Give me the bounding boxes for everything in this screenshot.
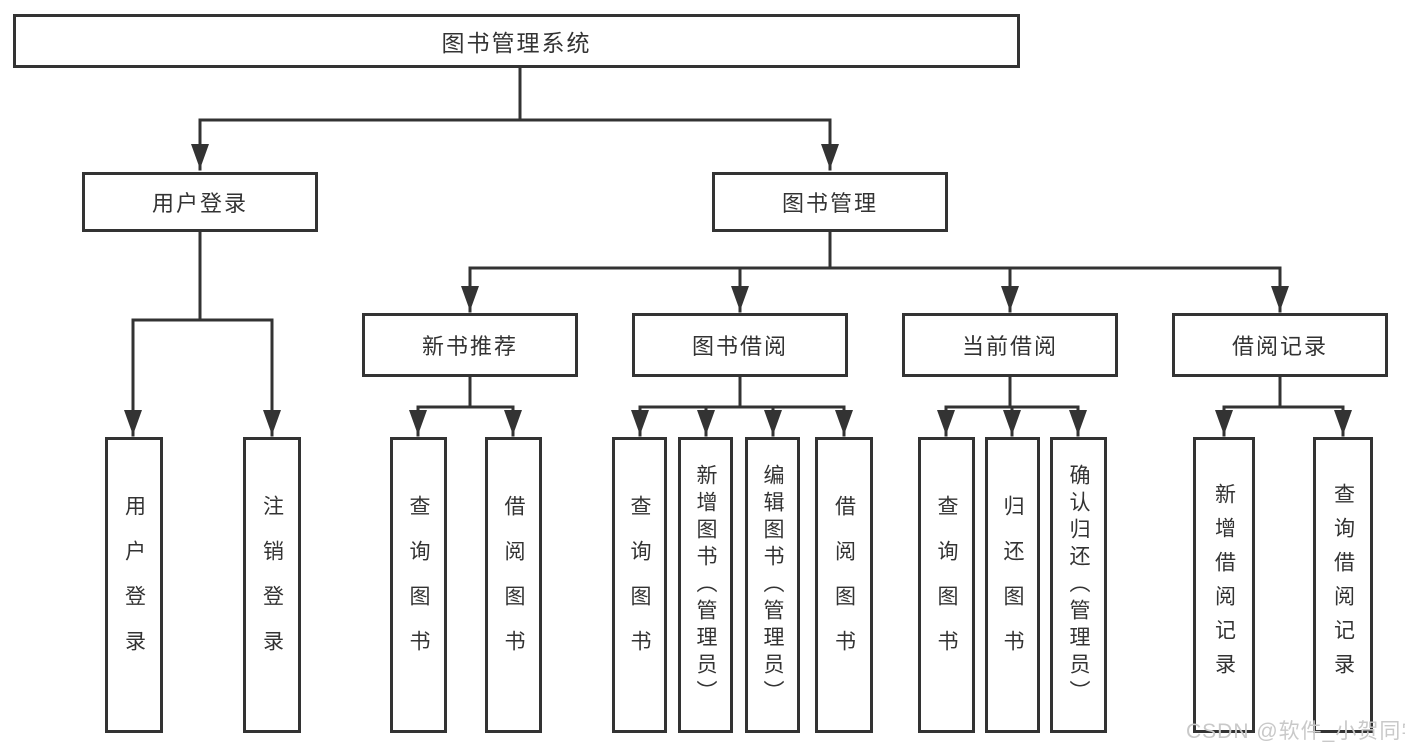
leaf-query-books-current: 查询图书	[918, 437, 975, 733]
edges-group	[124, 66, 1352, 437]
node-new-book-recommend: 新书推荐	[362, 313, 578, 377]
leaf-label: 新增图书（管理员）	[694, 463, 717, 707]
leaf-label: 查询借阅记录	[1331, 483, 1355, 687]
node-label: 图书管理系统	[441, 30, 592, 56]
leaf-return-books: 归还图书	[985, 437, 1040, 733]
leaf-query-books-recommend: 查询图书	[390, 437, 447, 733]
node-label: 当前借阅	[961, 334, 1058, 359]
leaf-label: 用户登录	[122, 495, 146, 675]
node-label: 图书借阅	[691, 334, 788, 359]
node-label: 新书推荐	[421, 334, 518, 359]
leaf-borrow-books-recommend: 借阅图书	[485, 437, 542, 733]
leaf-label: 借阅图书	[832, 495, 856, 675]
node-label: 用户登录	[151, 191, 248, 216]
leaf-borrow-books: 借阅图书	[815, 437, 873, 733]
leaf-label: 注销登录	[260, 495, 284, 675]
node-book-borrowing: 图书借阅	[632, 313, 848, 377]
node-current-borrowing: 当前借阅	[902, 313, 1118, 377]
node-library-system: 图书管理系统	[13, 14, 1020, 68]
node-label: 图书管理	[781, 191, 878, 216]
leaf-edit-books-admin: 编辑图书（管理员）	[745, 437, 800, 733]
leaf-add-books-admin: 新增图书（管理员）	[678, 437, 733, 733]
leaf-query-books-borrowing: 查询图书	[612, 437, 667, 733]
node-borrowing-records: 借阅记录	[1172, 313, 1388, 377]
leaf-label: 新增借阅记录	[1212, 483, 1236, 687]
leaf-confirm-return-admin: 确认归还（管理员）	[1050, 437, 1107, 733]
leaf-label: 确认归还（管理员）	[1067, 463, 1090, 707]
leaf-label: 编辑图书（管理员）	[761, 463, 784, 707]
node-book-management: 图书管理	[712, 172, 948, 232]
leaf-query-borrow-record: 查询借阅记录	[1313, 437, 1373, 733]
leaf-label: 归还图书	[1001, 495, 1024, 675]
leaf-user-login: 用户登录	[105, 437, 163, 733]
leaf-label: 查询图书	[628, 495, 651, 675]
node-user-login: 用户登录	[82, 172, 318, 232]
csdn-watermark: CSDN @软件_小贺同学	[1186, 720, 1405, 743]
leaf-logout: 注销登录	[243, 437, 301, 733]
leaf-add-borrow-record: 新增借阅记录	[1193, 437, 1255, 733]
leaf-label: 借阅图书	[502, 495, 525, 675]
leaf-label: 查询图书	[407, 495, 430, 675]
node-label: 借阅记录	[1231, 334, 1328, 359]
leaf-label: 查询图书	[935, 495, 958, 675]
